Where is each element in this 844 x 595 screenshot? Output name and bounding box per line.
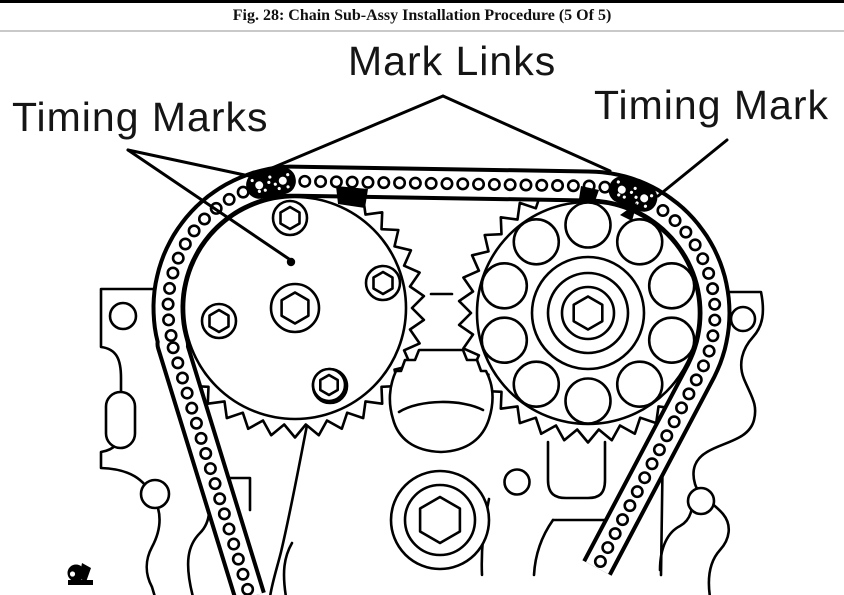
mark-link-right [608, 176, 658, 212]
mark-links-label: Mark Links [348, 38, 556, 84]
timing-mark-notch-right [620, 203, 637, 221]
leader-lines [126, 94, 729, 267]
tensioner-and-bolts [311, 348, 531, 571]
caption-divider-rule [0, 30, 844, 32]
figure-caption-bar: Fig. 28: Chain Sub-Assy Installation Pro… [0, 0, 844, 33]
timing-marks-label: Timing Marks [12, 94, 269, 140]
diagram-artwork [99, 94, 765, 595]
publisher-logo-icon [67, 563, 93, 585]
right-camshaft-sprocket [457, 182, 719, 444]
timing-mark-dot-left [286, 257, 296, 267]
figure-title: Fig. 28: Chain Sub-Assy Installation Pro… [232, 7, 612, 24]
mark-link-left [246, 167, 296, 199]
timing-mark-label: Timing Mark [594, 82, 829, 128]
callout-labels: Timing Marks Mark Links Timing Mark [12, 38, 829, 140]
